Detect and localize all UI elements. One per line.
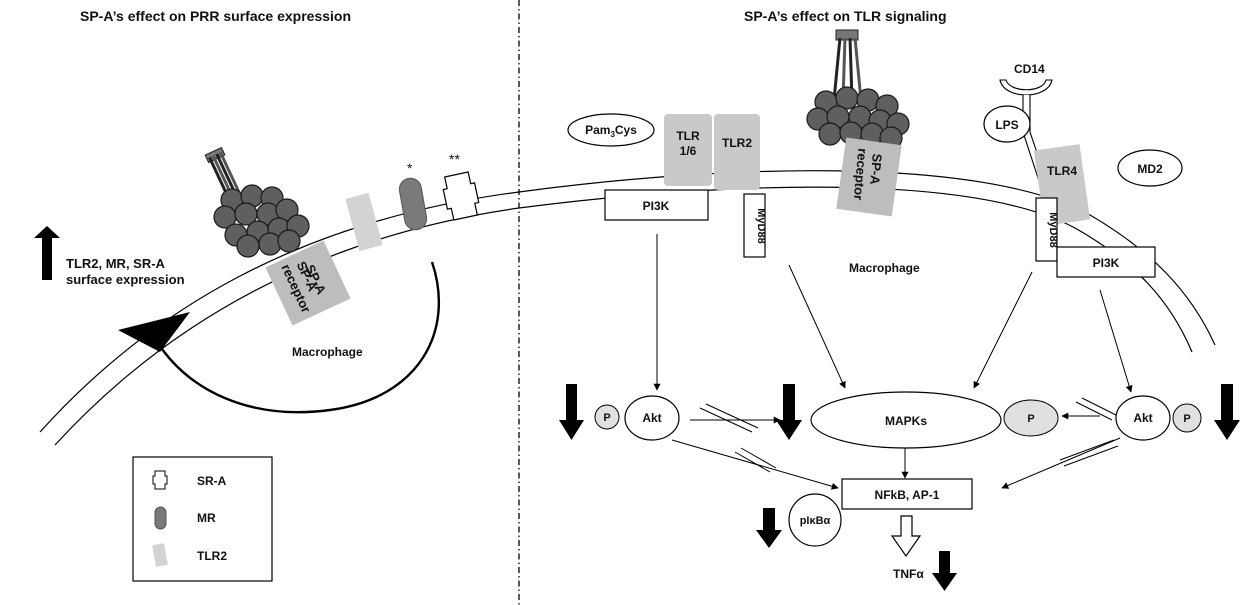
- arrow-myd88tlr4-to-mapks: [974, 272, 1032, 388]
- sp-a-molecule-right: [807, 30, 909, 149]
- lps-label: LPS: [995, 118, 1018, 132]
- legend-mr-icon: [155, 507, 166, 529]
- tlr2-block: [714, 114, 760, 190]
- p-left-label: P: [603, 412, 610, 424]
- akt-right-label: Akt: [1133, 411, 1152, 425]
- mapks-label: MAPKs: [885, 414, 927, 428]
- myd88-tlr4-label: MyD88: [1047, 212, 1059, 247]
- macrophage-left-label: Macrophage: [292, 345, 363, 359]
- pikba-label: pIκBα: [800, 515, 831, 527]
- feedback-arrowhead: [118, 312, 190, 352]
- arrow-aktright-to-nfkb: [1002, 438, 1120, 488]
- sr-a-marker: **: [449, 151, 460, 167]
- hollow-arrow-tnfa: [892, 516, 920, 556]
- akt-left-label: Akt: [642, 411, 661, 425]
- left-panel-title: SP-A’s effect on PRR surface expression: [80, 8, 351, 24]
- tlr16-label-2: 1/6: [680, 144, 697, 158]
- tlr2-label: TLR2: [722, 136, 752, 150]
- down-arrow-akt-right: [1214, 384, 1240, 440]
- myd88-tlr2-label: MyD88: [755, 208, 767, 243]
- sp-a-molecule-left: [205, 148, 309, 257]
- p-mapks-label: P: [1027, 413, 1034, 425]
- pi3k-tlr4-label: PI3K: [1093, 256, 1120, 270]
- tlr2-in-membrane: [345, 193, 382, 251]
- effect-line-2: surface expression: [66, 272, 185, 287]
- p-right-label: P: [1183, 413, 1190, 425]
- right-panel-title: SP-A’s effect on TLR signaling: [744, 8, 947, 24]
- sr-a-in-membrane: [441, 171, 481, 221]
- legend-mr-label: MR: [197, 511, 216, 525]
- down-arrow-pikba: [756, 508, 782, 548]
- legend-tlr2-label: TLR2: [197, 549, 227, 563]
- nfkb-label: NFkB, AP-1: [875, 488, 940, 502]
- upregulation-arrow: [34, 226, 60, 280]
- arrow-pi3k4-to-akt: [1100, 290, 1131, 392]
- legend-sr-a-label: SR-A: [197, 474, 227, 488]
- tlr4-label: TLR4: [1047, 164, 1077, 178]
- md2-label: MD2: [1137, 162, 1163, 176]
- down-arrow-akt-left: [559, 384, 584, 440]
- pi3k-tlr2-label: PI3K: [643, 199, 670, 213]
- cd14-cup: [1000, 80, 1052, 95]
- legend-box: SR-A MR TLR2: [133, 457, 272, 581]
- macrophage-right-label: Macrophage: [849, 261, 920, 275]
- tlr16-label-1: TLR: [676, 129, 700, 143]
- arrow-myd88-to-mapks: [789, 265, 845, 388]
- cd14-label: CD14: [1014, 62, 1045, 76]
- legend-sr-a-icon: [153, 471, 167, 489]
- mr-in-membrane: [398, 176, 429, 231]
- mr-marker: *: [407, 160, 413, 176]
- down-arrow-mapks: [776, 384, 802, 440]
- effect-line-1: TLR2, MR, SR-A: [66, 256, 166, 271]
- tnfa-label: TNFα: [893, 567, 924, 581]
- down-arrow-tnfa: [932, 551, 957, 591]
